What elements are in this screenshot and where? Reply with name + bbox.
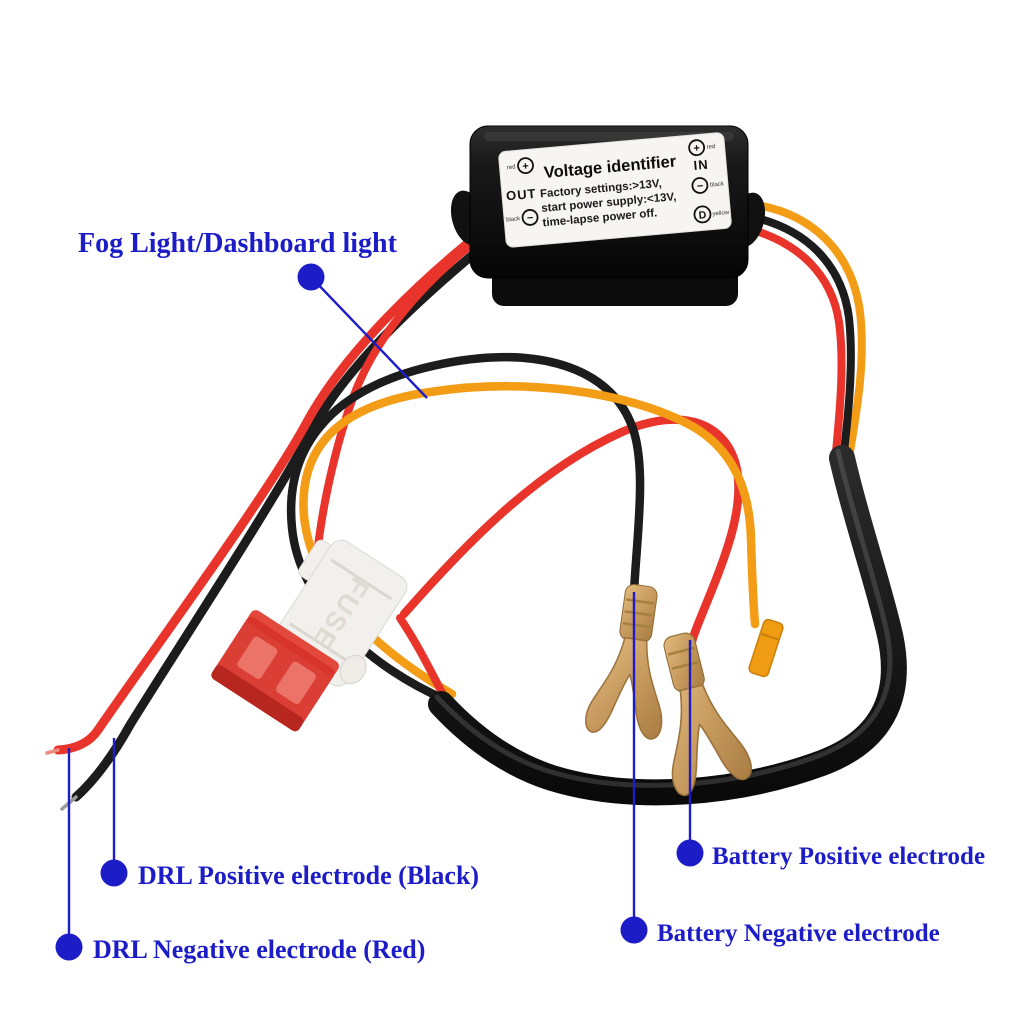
device-label: red + OUT black − Voltage identifier Fac…	[498, 132, 732, 248]
battery-negative-fork-terminal	[585, 584, 663, 740]
right-branch-red-wire	[742, 224, 846, 466]
in-minus-icon	[691, 177, 709, 194]
out-plus-icon	[517, 157, 534, 175]
drl-red-wire-bare-tip	[45, 748, 60, 755]
annotation-battery-positive: Battery Positive electrode	[676, 640, 985, 870]
out-plus-tag: red	[507, 164, 516, 171]
out-minus-tag: black	[506, 216, 521, 223]
in-plus-tag: red	[706, 144, 715, 151]
out-minus-sign: −	[526, 212, 533, 225]
in-plus-sign: +	[693, 142, 700, 155]
annotation-label: Battery Positive electrode	[712, 843, 985, 870]
annotation-drl-negative: DRL Negative electrode (Red)	[55, 748, 425, 964]
annotation-label: DRL Negative electrode (Red)	[93, 935, 425, 964]
in-minus-tag: black	[710, 181, 725, 188]
in-d-tag: yellow	[712, 210, 730, 217]
out-minus-icon	[521, 209, 539, 226]
fuse-feed-red-wire	[313, 240, 476, 560]
battery-positive-fork-terminal	[663, 632, 753, 797]
orange-wire-terminal	[748, 618, 784, 678]
in-label: IN	[693, 157, 709, 173]
annotation-label: Battery Negative electrode	[657, 920, 940, 947]
blade-fuse	[211, 610, 339, 732]
in-d-sign: D	[698, 209, 707, 222]
annotation-line	[310, 276, 428, 399]
annotation-dot	[620, 916, 648, 944]
heat-shrink-sleeve	[428, 445, 907, 806]
in-plus-icon	[688, 139, 706, 157]
battery-red-loop-wire	[399, 415, 743, 655]
annotation-dot	[676, 839, 704, 867]
annotation-label: DRL Positive electrode (Black)	[138, 861, 479, 890]
annotation-dot	[100, 859, 128, 887]
annotation-dot	[55, 933, 83, 961]
annotation-drl-positive: DRL Positive electrode (Black)	[100, 738, 479, 890]
heat-shrink-sleeve-highlight	[434, 448, 893, 788]
out-label: OUT	[505, 186, 537, 204]
annotation-battery-negative: Battery Negative electrode	[620, 592, 940, 947]
drl-red-wire	[53, 225, 489, 755]
annotation-dot	[297, 263, 325, 291]
controller-device: red + OUT black − Voltage identifier Fac…	[450, 125, 766, 306]
in-minus-sign: −	[696, 180, 703, 193]
out-plus-sign: +	[522, 160, 529, 173]
annotation-label: Fog Light/Dashboard light	[78, 228, 398, 259]
annotation-fog-light: Fog Light/Dashboard light	[78, 228, 428, 399]
right-branch-orange-wire	[746, 200, 866, 462]
in-d-icon	[693, 205, 712, 224]
right-branch-black-wire	[744, 212, 855, 464]
